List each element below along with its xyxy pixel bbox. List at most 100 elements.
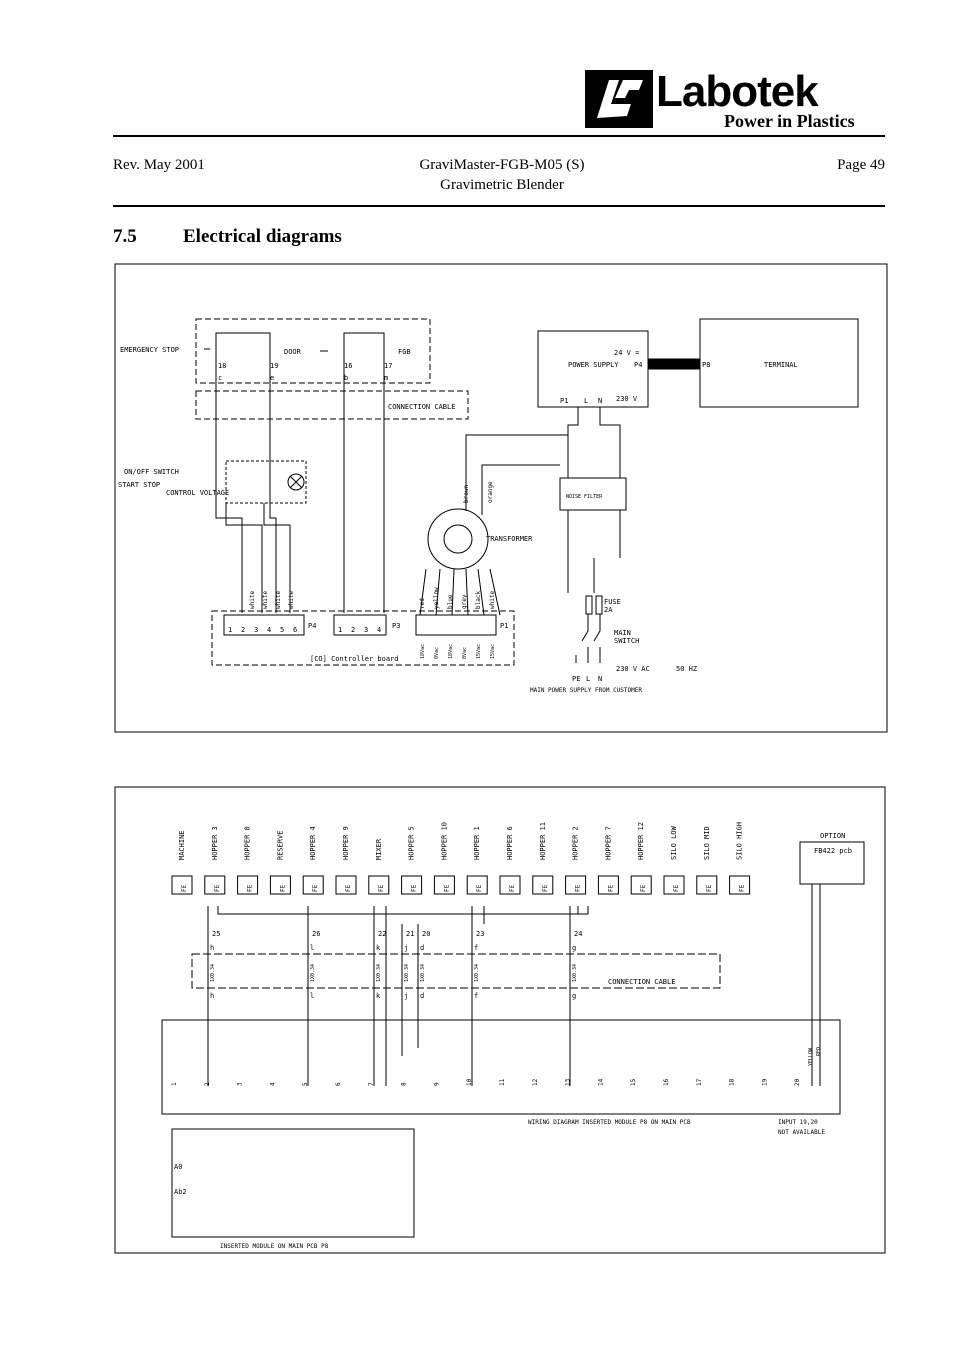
wire-red-label: RED <box>816 1047 822 1056</box>
label-p3: P3 <box>392 622 400 630</box>
output-label: HOPPER 3 <box>211 826 219 860</box>
p4-terminal-label: 2 <box>241 626 245 634</box>
logo-tagline: Power in Plastics <box>724 111 855 131</box>
p4-terminal-label: 3 <box>254 626 258 634</box>
label-power-supply: POWER SUPPLY <box>568 361 619 369</box>
fe-label: FE <box>476 884 483 892</box>
wire-number: 26 <box>312 930 320 938</box>
p4-terminal-label: 6 <box>293 626 297 634</box>
p3-terminal-label: 3 <box>364 626 368 634</box>
output-label: HOPPER 12 <box>637 822 645 860</box>
fe-terminal <box>368 875 390 895</box>
label-p1: P1 <box>500 622 508 630</box>
label-start-stop: START STOP <box>118 481 160 489</box>
wire-letter-top: g <box>572 944 576 952</box>
input-number: 12 <box>532 1078 539 1086</box>
output-label: HOPPER 7 <box>604 826 612 860</box>
revision: Rev. May 2001 <box>113 157 205 173</box>
cable-spec: 1X0.34 <box>404 964 410 982</box>
p3-terminal-label: 1 <box>338 626 342 634</box>
fe-terminal <box>433 875 455 895</box>
input-number: 11 <box>499 1078 506 1086</box>
p1-voltage-label: 18Vac <box>420 644 426 659</box>
label-input-note-1: INPUT 19,20 <box>778 1119 818 1126</box>
label-wiring-caption: WIRING DIAGRAM INSERTED MODULE P8 ON MAI… <box>528 1119 691 1126</box>
fe-label: FE <box>607 884 614 892</box>
doc-title: GraviMaster-FGB-M05 (S) <box>419 157 585 173</box>
output-label: MIXER <box>375 838 383 860</box>
wire-letter-bottom: f <box>474 992 478 1000</box>
p1-wire-color-label: grey <box>461 594 468 609</box>
fe-terminal <box>630 875 652 895</box>
label-supply-ac: 230 V AC <box>616 665 650 673</box>
label-fb422: FB422 pcb <box>814 847 852 855</box>
input-number: 9 <box>433 1082 440 1086</box>
fe-label: FE <box>247 884 254 892</box>
output-label: SILO LOW <box>670 825 678 860</box>
cable-spec: 1X0.34 <box>474 964 480 982</box>
fe-terminal <box>499 875 521 895</box>
wire-letter-bottom: g <box>572 992 576 1000</box>
wire-color-label: white <box>275 591 282 609</box>
term-19: 19 <box>270 362 278 370</box>
wire-number: 22 <box>378 930 386 938</box>
label-main-supply: MAIN POWER SUPPLY FROM CUSTOMER <box>530 687 642 694</box>
input-number: 8 <box>401 1082 408 1086</box>
fe-label: FE <box>345 884 352 892</box>
output-label: HOPPER 6 <box>506 826 514 860</box>
wire-number: 21 <box>406 930 414 938</box>
label-l: L <box>586 675 590 683</box>
wire-b: b <box>344 374 348 382</box>
label-row-a0: A0 <box>174 1163 182 1171</box>
term-17: 17 <box>384 362 392 370</box>
input-number: 7 <box>368 1082 375 1086</box>
output-label: HOPPER 11 <box>539 822 547 860</box>
doc-subtitle: Gravimetric Blender <box>440 177 564 193</box>
label-n: N <box>598 675 602 683</box>
label-row-ab2: Ab2 <box>174 1188 187 1196</box>
fe-terminal <box>696 875 718 895</box>
label-option: OPTION <box>820 832 845 840</box>
label-connection-cable-2: CONNECTION CABLE <box>608 978 675 986</box>
output-label: HOPPER 8 <box>244 826 252 860</box>
fe-terminal <box>269 875 291 895</box>
label-emergency-stop: EMERGENCY STOP <box>120 346 179 354</box>
input-number: 4 <box>269 1082 276 1086</box>
input-number: 19 <box>761 1078 768 1086</box>
fe-label: FE <box>509 884 516 892</box>
fe-terminal <box>335 875 357 895</box>
output-label: SILO MID <box>703 826 711 860</box>
input-number: 15 <box>630 1078 637 1086</box>
wire-number: 24 <box>574 930 582 938</box>
wire-letter-top: l <box>310 944 314 952</box>
input-number: 5 <box>302 1082 309 1086</box>
section-title: Electrical diagrams <box>183 226 342 247</box>
input-number: 3 <box>237 1082 244 1086</box>
wire-letter-top: h <box>210 944 214 952</box>
input-number: 6 <box>335 1082 342 1086</box>
header-rule-top <box>113 135 885 137</box>
output-label: SILO HIGH <box>736 822 744 860</box>
label-ps-n: N <box>598 397 602 405</box>
labotek-logo-icon <box>585 70 653 128</box>
fe-terminal <box>204 875 226 895</box>
fe-terminal <box>597 875 619 895</box>
header-rule-bottom <box>113 205 885 207</box>
wire-color-label: white <box>262 591 269 609</box>
p1-voltage-label: 15Vac <box>476 644 482 659</box>
label-fuse-rating: 2A <box>604 606 613 614</box>
label-ps-p4: P4 <box>634 361 642 369</box>
term-18: 18 <box>218 362 226 370</box>
wire-letter-top: j <box>404 944 408 952</box>
fe-terminal <box>729 875 751 895</box>
section-number: 7.5 <box>113 226 137 247</box>
label-ps-l: L <box>584 397 588 405</box>
fe-label: FE <box>706 884 713 892</box>
label-transformer: TRANSFORMER <box>486 535 533 543</box>
fe-label: FE <box>575 884 582 892</box>
fe-terminal <box>401 875 423 895</box>
label-connection-cable: CONNECTION CABLE <box>388 403 455 411</box>
fe-terminal <box>663 875 685 895</box>
fe-label: FE <box>411 884 418 892</box>
fe-terminal <box>565 875 587 895</box>
